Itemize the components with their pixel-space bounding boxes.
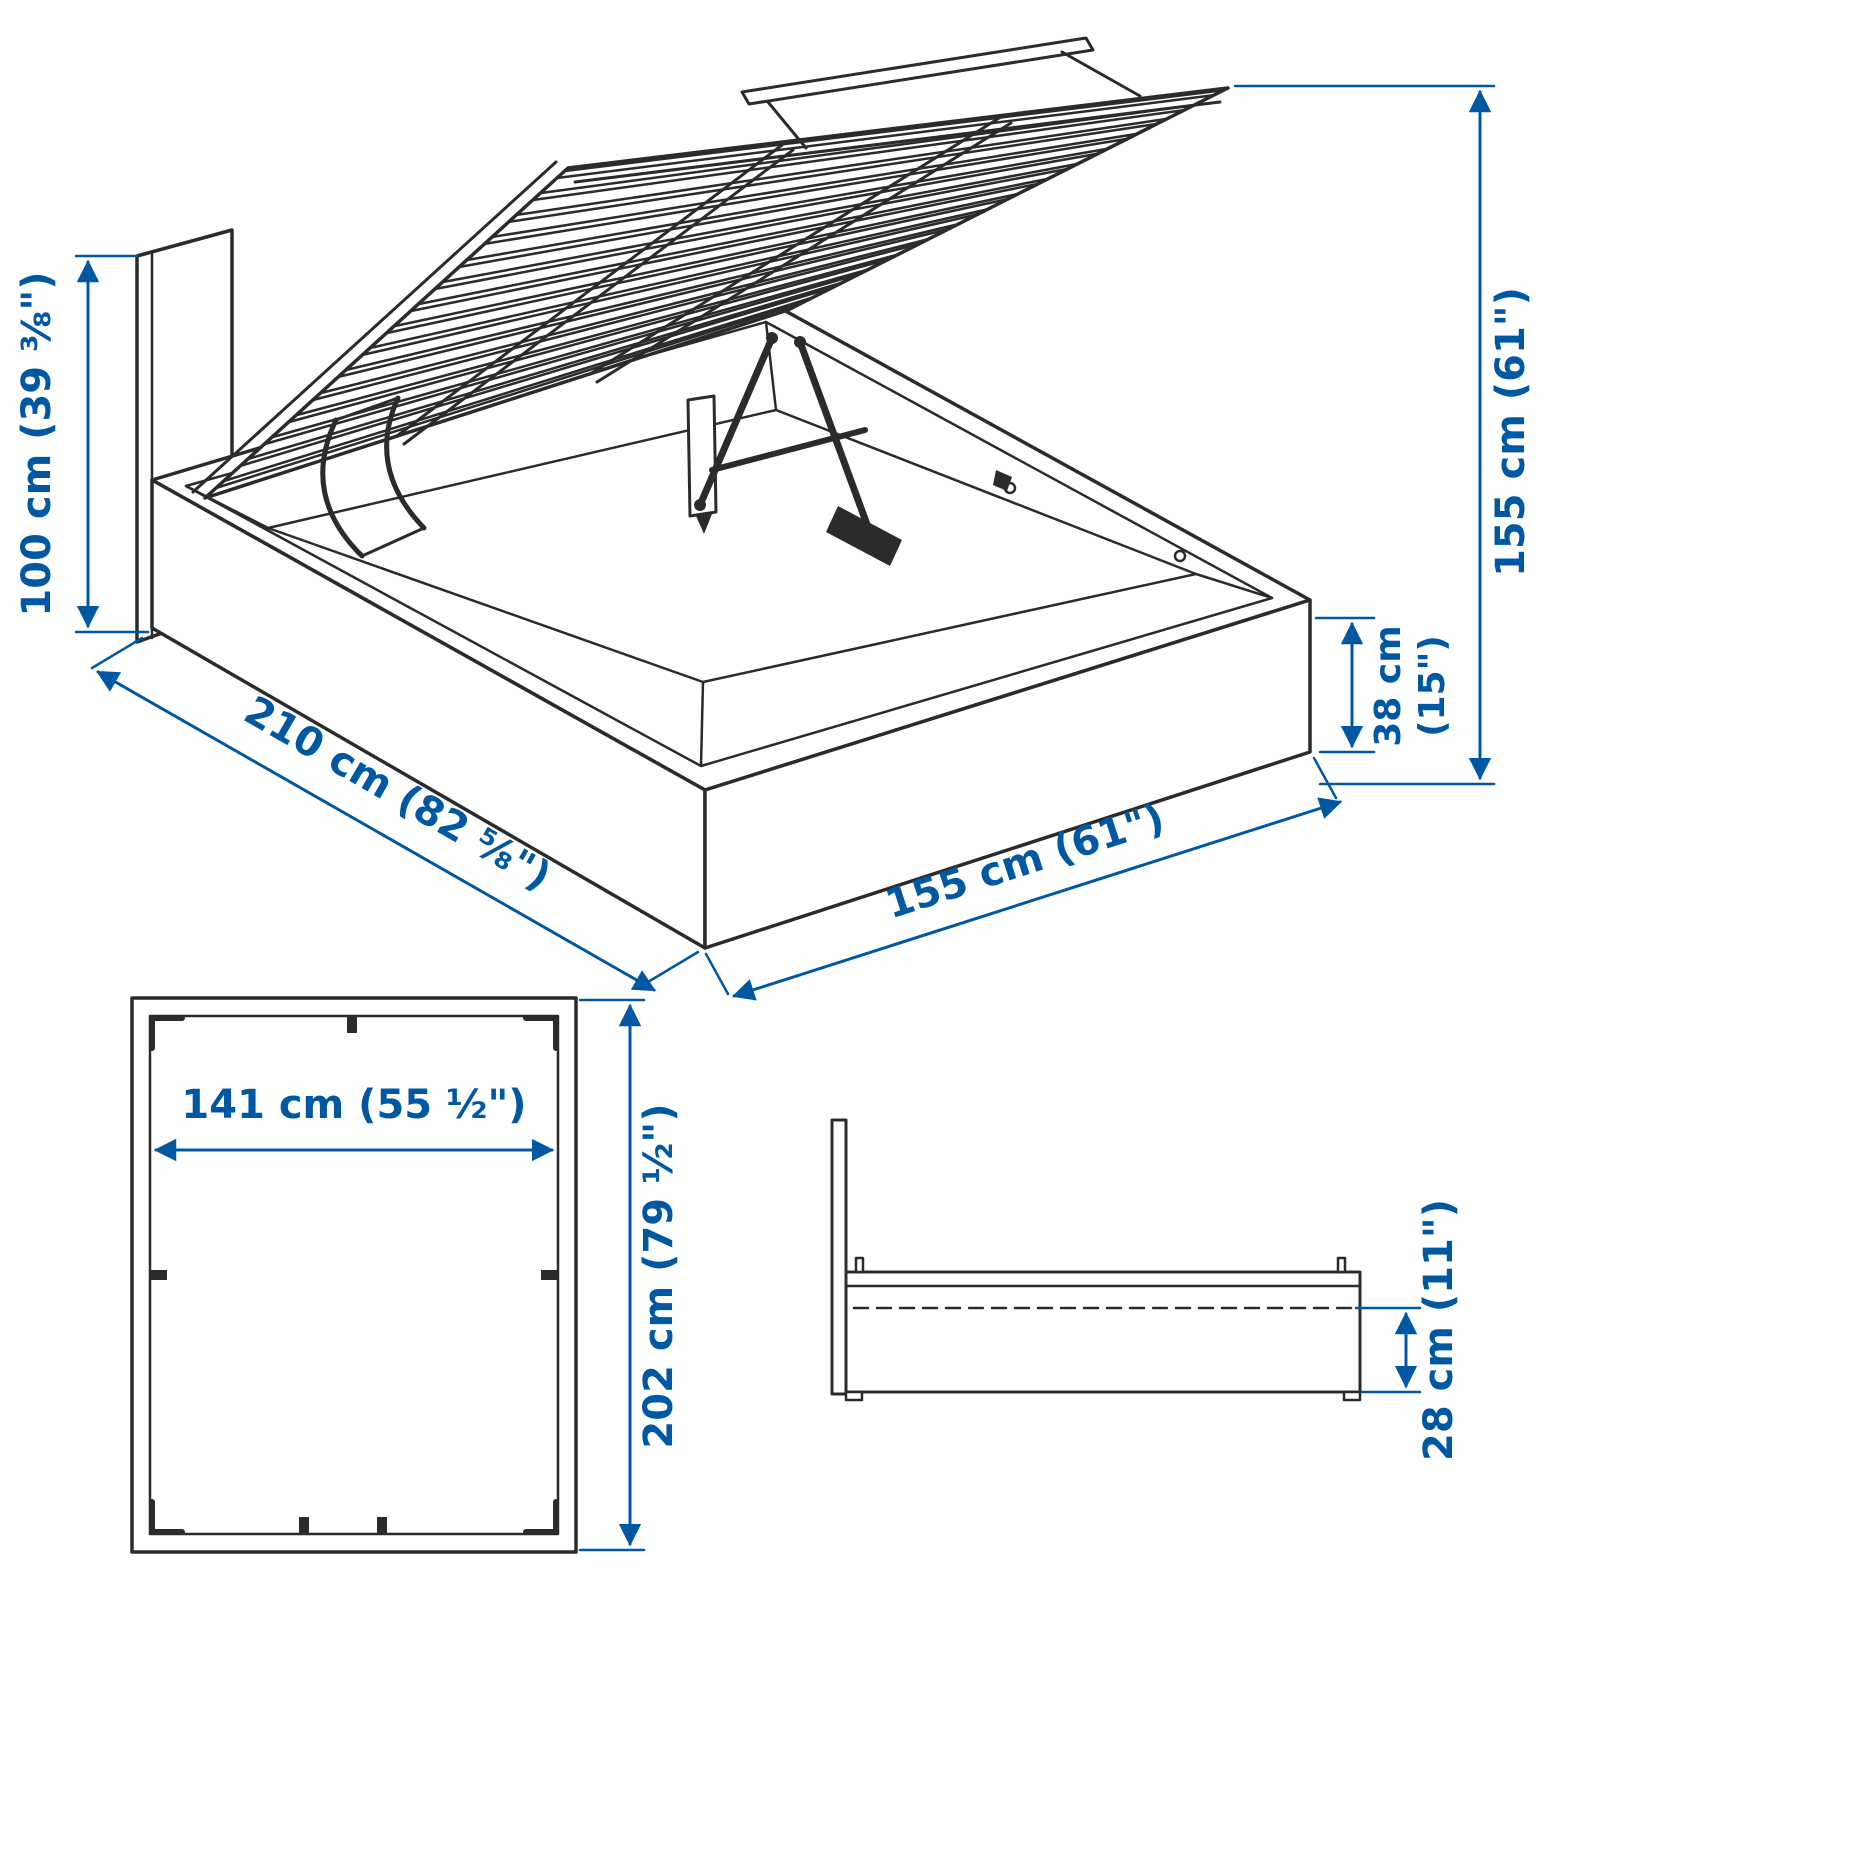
dim-inner-length: 202 cm (79 ½") bbox=[578, 998, 682, 1552]
lid-handle bbox=[740, 36, 1142, 150]
dim-open-height: 155 cm (61") bbox=[1233, 84, 1534, 786]
dim-headboard-height: 100 cm (39 ⅜") bbox=[14, 254, 150, 634]
dim-inner-length-label: 202 cm (79 ½") bbox=[636, 1103, 682, 1448]
plan-view: 141 cm (55 ½") 202 cm (79 ½") bbox=[130, 996, 682, 1554]
dim-headboard-height-label: 100 cm (39 ⅜") bbox=[14, 271, 60, 616]
hinge-mechanism bbox=[320, 395, 427, 559]
side-view: 28 cm (11") bbox=[830, 1118, 1462, 1461]
frame-fittings bbox=[149, 1015, 559, 1535]
base-rails bbox=[395, 100, 1222, 446]
dim-storage-height: 28 cm (11") bbox=[1354, 1199, 1462, 1461]
dim-storage-height-label: 28 cm (11") bbox=[1416, 1199, 1462, 1461]
dim-base-height-cm-label: 38 cm bbox=[1368, 625, 1409, 746]
lift-mechanism bbox=[686, 332, 902, 566]
wall-fittings bbox=[993, 470, 1187, 563]
dim-open-height-label: 155 cm (61") bbox=[1488, 287, 1534, 577]
slatted-base bbox=[191, 36, 1230, 500]
perspective-view: 100 cm (39 ⅜") 155 cm (61") 38 cm (15") … bbox=[14, 36, 1534, 1001]
dim-inner-width: 141 cm (55 ½") bbox=[153, 1082, 555, 1162]
dim-base-height-in-label: (15") bbox=[1412, 635, 1453, 737]
slats bbox=[215, 88, 1226, 490]
dim-inner-width-label: 141 cm (55 ½") bbox=[181, 1082, 526, 1128]
dim-base-height: 38 cm (15") bbox=[1314, 616, 1453, 754]
